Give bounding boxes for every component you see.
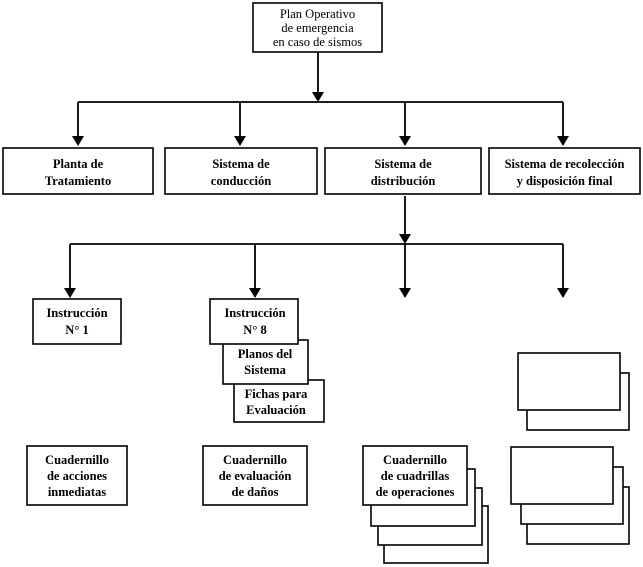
arrow-planta (72, 136, 84, 146)
level1-node-conduccion: Sistema de conducción (164, 147, 318, 195)
recoleccion-line-1: Sistema de recolección (505, 157, 625, 171)
root-down-arrow (312, 92, 324, 102)
notebook-cuadrillas-line-2: de cuadrillas (381, 469, 450, 483)
level1-node-planta: Planta de Tratamiento (2, 147, 154, 195)
fichas-box (233, 379, 325, 423)
notebook-evaluacion-line-2: de evaluación (219, 469, 292, 483)
fichas-line-1: Fichas para (245, 387, 309, 401)
distribucion-down-arrow (399, 234, 411, 244)
level1-node-distribucion: Sistema de distribución (324, 147, 482, 195)
connectors (64, 52, 569, 298)
sub-doc-fichas: Fichas para Evaluación (233, 379, 325, 423)
planta-line-2: Tratamiento (45, 174, 111, 188)
empty-stack-upper (517, 352, 630, 431)
notebook-acciones-line-3: inmediatas (48, 485, 106, 499)
planos-line-2: Sistema (244, 363, 286, 377)
notebook-acciones-line-2: de acciones (47, 469, 107, 483)
sub-doc-planos: Planos del Sistema (222, 339, 309, 385)
notebook-evaluacion-line-3: de daños (232, 485, 279, 499)
conduccion-box (164, 147, 318, 195)
notebook-acciones: Cuadernillo de acciones inmediatas (26, 445, 128, 506)
arrow-distribucion (399, 136, 411, 146)
instr1-line-2: N° 1 (65, 323, 88, 337)
planta-box (2, 147, 154, 195)
distribucion-line-1: Sistema de (374, 157, 432, 171)
empty-stack-upper-front (517, 352, 621, 411)
notebook-evaluacion-line-1: Cuadernillo (223, 453, 287, 467)
arrow-col3 (399, 288, 411, 298)
arrow-instr8 (249, 288, 261, 298)
distribucion-box (324, 147, 482, 195)
notebook-cuadrillas-line-3: de operaciones (376, 485, 455, 499)
arrow-recoleccion (557, 136, 569, 146)
root-line-3: en caso de sismos (273, 35, 362, 49)
recoleccion-line-2: y disposición final (517, 174, 613, 188)
conduccion-line-2: conducción (211, 174, 271, 188)
notebook-cuadrillas: Cuadernillo de cuadrillas de operaciones (362, 445, 489, 564)
root-line-1: Plan Operativo (280, 7, 355, 21)
notebook-evaluacion-box (202, 445, 308, 506)
instr8-box (209, 298, 299, 345)
arrow-col4 (557, 288, 569, 298)
arrow-conduccion (234, 136, 246, 146)
notebook-acciones-line-1: Cuadernillo (45, 453, 109, 467)
planos-line-1: Planos del (238, 347, 293, 361)
instruction-node-1: Instrucción N° 1 (32, 298, 122, 345)
root-line-2: de emergencia (281, 21, 354, 35)
notebook-evaluacion: Cuadernillo de evaluación de daños (202, 445, 308, 506)
instr1-line-1: Instrucción (46, 306, 107, 320)
empty-stack-lower (510, 446, 630, 545)
fichas-line-2: Evaluación (246, 403, 306, 417)
planta-line-1: Planta de (53, 157, 104, 171)
notebook-acciones-box (26, 445, 128, 506)
root-node: Plan Operativo de emergencia en caso de … (252, 2, 383, 53)
level1-node-recoleccion: Sistema de recolección y disposición fin… (488, 147, 641, 195)
instr8-line-1: Instrucción (224, 306, 285, 320)
notebook-cuadrillas-line-1: Cuadernillo (383, 453, 447, 467)
recoleccion-box (488, 147, 641, 195)
instr8-line-2: N° 8 (243, 323, 266, 337)
instr1-box (32, 298, 122, 345)
empty-stack-lower-front (510, 446, 614, 505)
instruction-node-8: Instrucción N° 8 (209, 298, 299, 345)
root-box (252, 2, 383, 53)
distribucion-line-2: distribución (371, 174, 436, 188)
arrow-instr1 (64, 288, 76, 298)
notebook-cuadrillas-box (362, 445, 468, 506)
conduccion-line-1: Sistema de (212, 157, 270, 171)
